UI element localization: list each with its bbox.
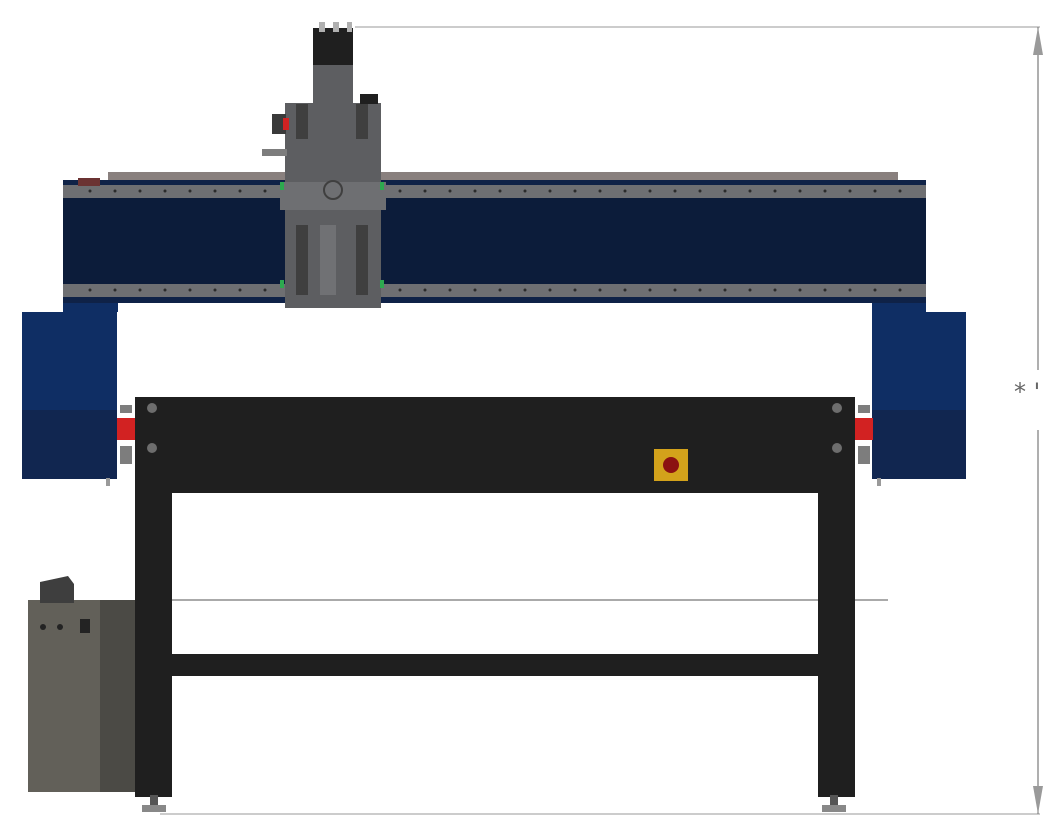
gantry-beam [63, 172, 926, 312]
control-box [28, 576, 888, 792]
emergency-stop-icon [654, 449, 688, 481]
rail-bolts [88, 189, 902, 292]
dimension-label: * ' [1014, 378, 1040, 406]
spindle-carriage [262, 22, 386, 308]
height-dimension: * ' [160, 26, 1043, 815]
side-panel-left [22, 312, 135, 486]
arrow-down-icon [1033, 786, 1043, 814]
table-frame [135, 397, 855, 812]
side-panel-right [855, 312, 966, 486]
arrow-up-icon [1033, 27, 1043, 55]
